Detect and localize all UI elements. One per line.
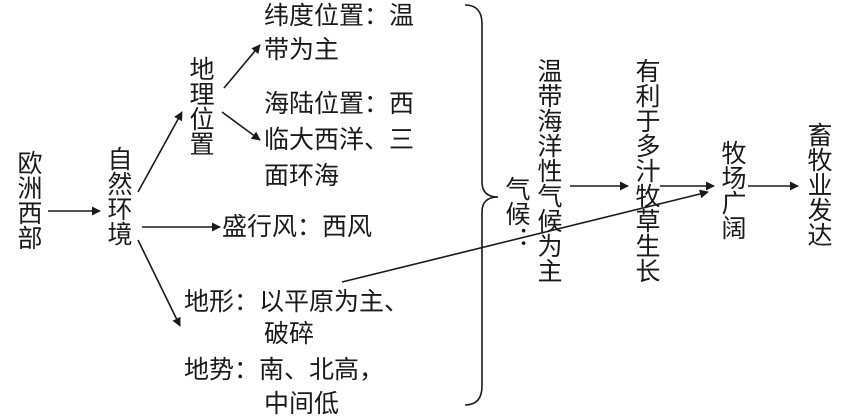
sea-land-text-line-3: 面环海 xyxy=(264,161,340,190)
wind-text: 盛行风：西风 xyxy=(222,212,373,241)
latitude-text-line-1: 纬度位置：温 xyxy=(264,1,415,30)
climate-type-label: 温带海洋性气候为主 xyxy=(534,58,563,283)
result-label: 畜牧业发达 xyxy=(804,122,833,247)
arrow-env-to-geo xyxy=(137,111,183,193)
pasture-growth-label: 有利于多汁牧草生长 xyxy=(632,58,661,283)
natural-environment-label: 自然环境 xyxy=(104,146,133,246)
terrain-text-line-2: 破碎 xyxy=(264,319,315,348)
relief-text-line-1: 地势：南、北高， xyxy=(184,355,385,384)
arrow-geo-to-sealand xyxy=(221,111,261,141)
latitude-text-line-2: 带为主 xyxy=(264,35,340,64)
sea-land-text-line-2: 临大西洋、三 xyxy=(264,125,415,154)
geo-location-label: 地理位置 xyxy=(186,56,215,156)
curly-brace xyxy=(464,4,499,406)
arrow-geo-to-latitude xyxy=(223,44,261,89)
arrow-terrain-to-pasture xyxy=(341,189,709,283)
terrain-text-line-1: 地形：以平原为主、 xyxy=(184,287,410,316)
sea-land-text-line-1: 海陆位置：西 xyxy=(264,89,415,118)
region-label: 欧洲西部 xyxy=(14,150,43,250)
relief-text-line-2: 中间低 xyxy=(264,389,340,418)
climate-label: 气候： xyxy=(502,176,531,251)
wide-pasture-label: 牧场广阔 xyxy=(718,140,747,240)
arrow-env-to-terrain xyxy=(137,239,181,327)
